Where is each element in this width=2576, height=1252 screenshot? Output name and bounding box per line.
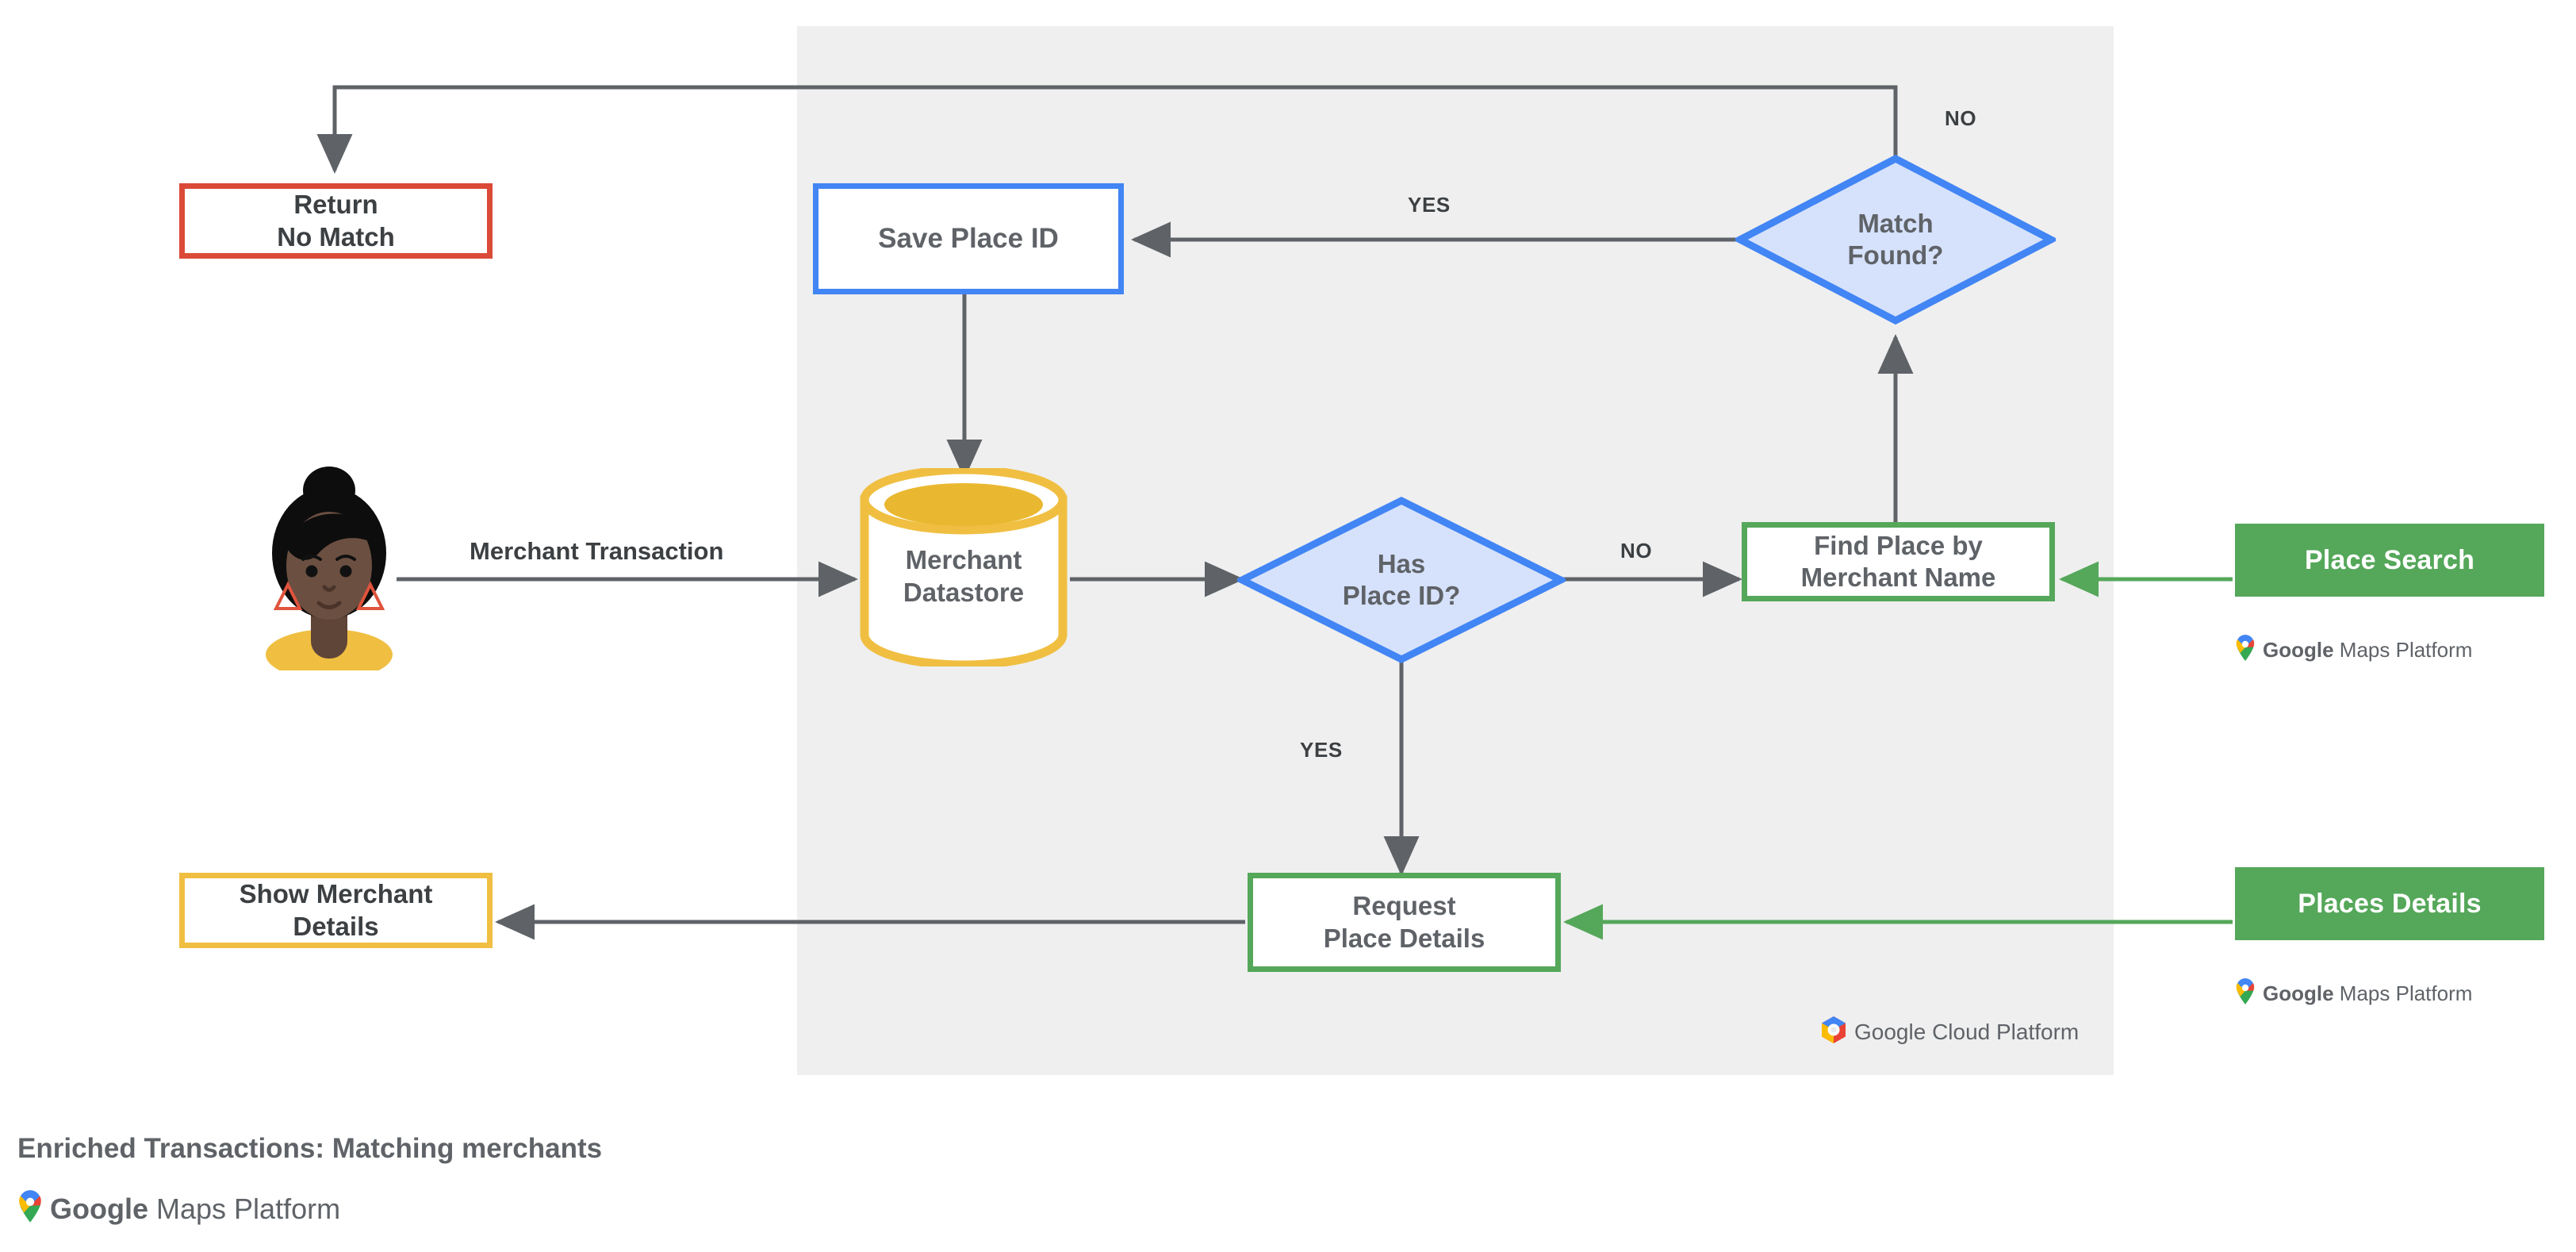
- maps-pin-icon: [2235, 977, 2256, 1009]
- button-places-details[interactable]: Places Details: [2235, 867, 2544, 940]
- cloud-platform-wordmark: Google Cloud Platform: [1854, 1019, 2080, 1044]
- edge-label-has-place-id-no: NO: [1620, 539, 1653, 563]
- node-merchant-datastore[interactable]: Merchant Datastore: [857, 465, 1071, 670]
- edge-match-found-no: [316, 85, 1898, 175]
- edge-label-merchant-transaction: Merchant Transaction: [470, 537, 724, 565]
- node-return-no-match[interactable]: Return No Match: [179, 183, 493, 259]
- maps-pin-icon: [17, 1190, 43, 1227]
- request-place-details-line1: Request: [1352, 891, 1456, 921]
- button-place-search[interactable]: Place Search: [2235, 524, 2544, 597]
- merchant-datastore-line1: Merchant: [905, 545, 1022, 574]
- find-place-line2: Merchant Name: [1800, 563, 1996, 592]
- maps-logo-rest: Maps Platform: [2339, 638, 2473, 662]
- footer-maps-logo: Google Maps Platform: [17, 1190, 340, 1227]
- return-no-match-line1: Return: [293, 190, 378, 220]
- maps-platform-wordmark: Google Maps Platform: [2263, 981, 2472, 1006]
- node-request-place-details[interactable]: Request Place Details: [1248, 873, 1561, 972]
- maps-pin-icon: [2235, 634, 2256, 666]
- node-save-place-id[interactable]: Save Place ID: [813, 183, 1124, 294]
- places-details-maps-logo: Google Maps Platform: [2235, 977, 2472, 1009]
- node-show-merchant-details[interactable]: Show Merchant Details: [179, 873, 493, 948]
- merchant-datastore-line2: Datastore: [903, 578, 1025, 608]
- edge-label-match-found-yes: YES: [1408, 193, 1451, 217]
- place-search-maps-logo: Google Maps Platform: [2235, 634, 2472, 666]
- maps-platform-wordmark: Google Maps Platform: [50, 1192, 340, 1226]
- maps-logo-google: Google: [2263, 981, 2334, 1005]
- edge-label-has-place-id-yes: YES: [1300, 738, 1343, 762]
- node-match-found[interactable]: Match Found?: [1732, 154, 2059, 325]
- places-details-label: Places Details: [2298, 888, 2482, 919]
- person-avatar-icon: [262, 464, 397, 680]
- merchant-datastore-label: Merchant Datastore: [857, 543, 1071, 609]
- node-has-place-id[interactable]: Has Place ID?: [1233, 496, 1570, 664]
- place-search-label: Place Search: [2304, 544, 2475, 575]
- show-merchant-details-line2: Details: [293, 911, 379, 941]
- google-cloud-platform-logo: Google Cloud Platform: [1820, 1016, 2079, 1048]
- page-title: Enriched Transactions: Matching merchant…: [17, 1133, 603, 1164]
- find-place-line1: Find Place by: [1814, 530, 1983, 560]
- footer-logo-google: Google: [50, 1192, 148, 1225]
- show-merchant-details-line1: Show Merchant: [239, 879, 433, 909]
- save-place-id-label: Save Place ID: [878, 222, 1059, 254]
- node-find-place-by-merchant-name[interactable]: Find Place by Merchant Name: [1742, 522, 2055, 601]
- maps-logo-rest: Maps Platform: [2339, 981, 2473, 1005]
- cloud-hexagon-icon: [1820, 1016, 1847, 1048]
- edge-label-match-found-no: NO: [1945, 106, 1977, 130]
- footer-logo-rest: Maps Platform: [156, 1192, 341, 1225]
- request-place-details-line2: Place Details: [1323, 923, 1485, 953]
- return-no-match-line2: No Match: [277, 221, 395, 252]
- maps-platform-wordmark: Google Maps Platform: [2263, 638, 2472, 662]
- maps-logo-google: Google: [2263, 638, 2334, 662]
